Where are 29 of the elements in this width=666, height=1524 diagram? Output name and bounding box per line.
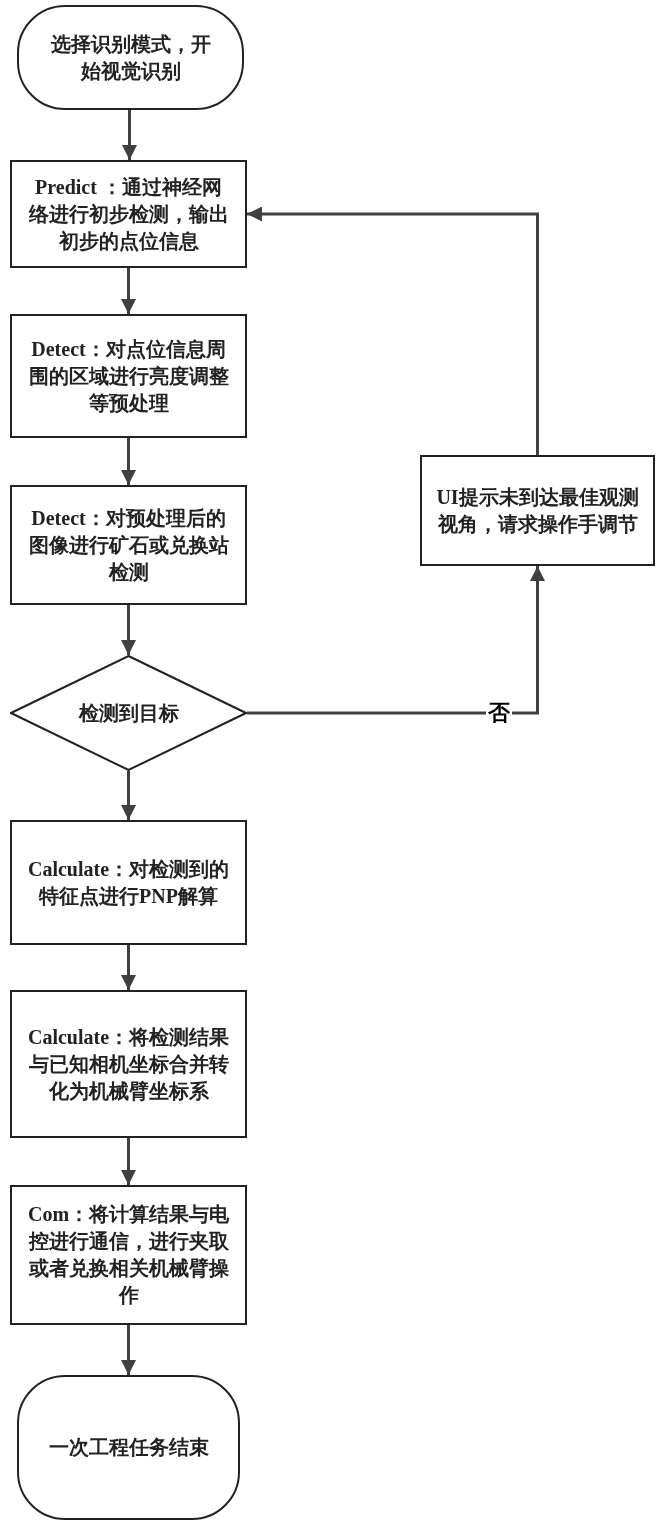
box-text: Detect：对预处理后的图像进行矿石或兑换站检测 xyxy=(27,505,230,585)
arrow xyxy=(121,1325,136,1375)
box-text: 检测到目标 xyxy=(78,700,179,726)
process-box xyxy=(10,314,247,438)
arrow xyxy=(247,206,539,455)
box-text: Calculate：将检测结果与已知相机坐标合并转化为机械臂坐标系 xyxy=(26,1024,231,1104)
process-box xyxy=(10,1185,247,1325)
arrow xyxy=(121,438,136,485)
arrow xyxy=(121,605,136,655)
process-box xyxy=(10,820,247,945)
terminal-box xyxy=(17,1375,240,1520)
box-text: UI提示未到达最佳观测视角，请求操作手调节 xyxy=(436,484,639,537)
arrow xyxy=(121,1138,136,1185)
box-text: Com：将计算结果与电控进行通信，进行夹取或者兑换相关机械臂操作 xyxy=(26,1202,231,1308)
arrow xyxy=(121,771,136,820)
arrow xyxy=(247,566,545,715)
box-text: 一次工程任务结束 xyxy=(48,1435,209,1460)
box-text: Calculate：对检测到的特征点进行PNP解算 xyxy=(26,856,231,909)
box-text: Detect：对点位信息周围的区域进行亮度调整等预处理 xyxy=(27,336,230,416)
process-box xyxy=(420,455,655,566)
arrow xyxy=(121,268,136,314)
arrow xyxy=(121,945,136,990)
process-box xyxy=(10,485,247,605)
arrow xyxy=(122,110,137,160)
box-text: 选择识别模式，开始视觉识别 xyxy=(49,31,212,84)
box-text: Predict ：通过神经网络进行初步检测，输出初步的点位信息 xyxy=(27,174,230,254)
process-box xyxy=(10,160,247,268)
process-box xyxy=(10,990,247,1138)
edge-label: 否 xyxy=(485,701,512,725)
